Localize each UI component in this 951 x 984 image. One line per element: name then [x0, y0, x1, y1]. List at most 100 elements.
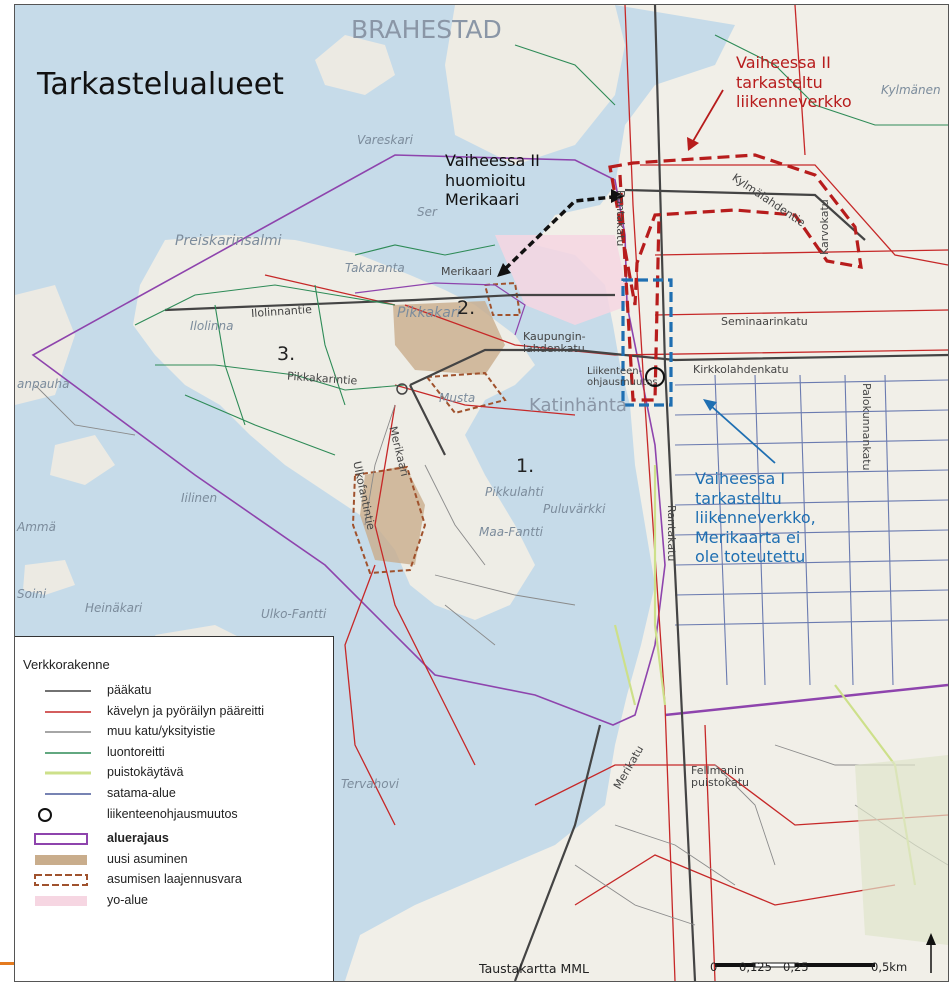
place-kylmanen: Kylmänen — [881, 83, 941, 97]
legend-item: yo-alue — [15, 891, 333, 911]
place-anpauha: anpauha — [17, 377, 70, 391]
red-callout-arrow — [687, 89, 724, 151]
legend-title: Verkkorakenne — [23, 657, 110, 672]
scale-label-125: 0,125 — [739, 960, 772, 974]
callout-phase2-network: Vaiheessa II tarkasteltu liikenneverkko — [736, 53, 852, 112]
map-credit: Taustakartta MML — [479, 961, 590, 976]
north-arrow-icon — [926, 933, 936, 973]
legend-label: luontoreitti — [107, 744, 165, 759]
legend-symbol-shape — [34, 833, 88, 846]
legend-label: satama-alue — [107, 786, 176, 800]
street-liikenteenohjaus: Liikenteen- ohjausmuutos — [587, 366, 658, 388]
area-3-label: 3. — [277, 343, 296, 365]
legend-item: puistokäytävä — [15, 763, 333, 783]
legend-symbol — [34, 874, 88, 887]
place-tervahovi: Tervahovi — [341, 777, 400, 791]
roundabout — [396, 383, 408, 395]
legend-item: aluerajaus — [15, 829, 333, 849]
island-1 — [315, 35, 395, 95]
place-brahestad: BRAHESTAD — [351, 15, 502, 44]
legend-label: asumisen laajennusvara — [107, 872, 242, 887]
place-puluvarkki: Puluvärkki — [543, 502, 606, 516]
street-fellmanin: Fellmanin puistokatu — [691, 764, 749, 789]
blue-callout-arrow — [703, 399, 776, 464]
legend-item: pääkatu — [15, 681, 333, 701]
legend-symbol-shape — [35, 896, 87, 906]
street-merikaari-north: Merikaari — [441, 265, 493, 278]
legend-symbol-shape — [34, 874, 88, 887]
place-ilolinna: Ilolinna — [190, 319, 234, 333]
place-vareskari: Vareskari — [357, 133, 413, 147]
legend-symbol — [38, 807, 52, 822]
place-pikkakari: Pikkakari — [397, 305, 461, 321]
legend-symbol — [34, 833, 88, 846]
place-serla: Ser — [417, 205, 437, 219]
legend-symbol — [45, 710, 91, 713]
callout-phase2-merikaari: Vaiheessa II huomioitu Merikaari — [445, 151, 540, 210]
new-housing-1 — [393, 301, 505, 375]
black-arrow-head-east — [611, 189, 625, 203]
cycle-routes — [264, 5, 948, 981]
legend-item: muu katu/yksityistie — [15, 722, 333, 742]
street-rantakatu-south: Rantakatu — [665, 505, 678, 562]
legend-label: puistokäytävä — [107, 765, 184, 780]
yo-area — [495, 235, 630, 325]
legend-item: satama-alue — [15, 784, 333, 804]
scale-label-05km: 0,5km — [871, 960, 908, 974]
traffic-control-circle — [645, 367, 665, 387]
expansion-1 — [425, 371, 507, 415]
legend-label: muu katu/yksityistie — [107, 724, 216, 739]
street-palokunnankatu: Palokunnankatu — [860, 383, 873, 471]
callout-phase1-network: Vaiheessa I tarkasteltu liikenneverkko, … — [695, 469, 816, 567]
street-kirkkolahdenkatu: Kirkkolahdenkatu — [693, 363, 789, 376]
legend-label: liikenteenohjausmuutos — [107, 806, 238, 821]
phase1-area — [621, 278, 673, 407]
legend-symbol — [45, 751, 91, 754]
expansion-2 — [351, 465, 427, 575]
legend-label: kävelyn ja pyöräilyn pääreitti — [107, 703, 265, 718]
legend-label: uusi asuminen — [107, 851, 188, 866]
expansion-3 — [483, 281, 522, 316]
purple-street — [664, 683, 948, 717]
black-callout-arrow — [503, 195, 614, 271]
legend-item: uusi asuminen — [15, 850, 333, 870]
scale-label-25: 0,25 — [783, 960, 809, 974]
legend-label: pääkatu — [107, 683, 152, 697]
place-takaranta: Takaranta — [345, 261, 405, 275]
mainland — [345, 5, 948, 981]
scale-label-0: 0 — [710, 960, 718, 974]
street-rantakatu-north: Rantakatu — [614, 190, 627, 247]
legend-symbol — [35, 854, 87, 865]
legend-item: liikenteenohjausmuutos — [15, 805, 333, 825]
place-katinhanta: Katinhänta — [529, 395, 627, 416]
island-4 — [23, 560, 75, 595]
legend-symbol — [45, 793, 91, 795]
legend: Verkkorakenne pääkatu kävelyn ja pyöräily… — [15, 636, 334, 981]
island-2 — [50, 435, 115, 485]
legend-item: asumisen laajennusvara — [15, 870, 333, 890]
legend-symbol — [45, 690, 91, 692]
place-maa-fantti: Maa-Fantti — [479, 525, 543, 539]
nature-trails — [134, 34, 948, 456]
place-heinakari: Heinäkari — [85, 601, 143, 615]
phase2-area-south — [618, 174, 661, 402]
legend-symbol — [35, 896, 87, 906]
legend-item: kävelyn ja pyöräilyn pääreitti — [15, 702, 333, 722]
place-pikkulahti: Pikkulahti — [485, 485, 544, 499]
park-area — [855, 755, 948, 945]
phase2-area-north — [608, 153, 863, 306]
place-preiskarinsalmi: Preiskarinsalmi — [175, 233, 282, 249]
street-seminaarinkatu: Seminaarinkatu — [721, 315, 808, 328]
black-arrow-head-west — [497, 263, 511, 277]
legend-symbol-shape — [35, 854, 87, 865]
legend-symbol-shape — [38, 807, 52, 822]
street-karvokatu: Karvokatu — [818, 199, 831, 255]
place-musta: Musta — [439, 391, 476, 405]
scale-bar — [715, 962, 875, 968]
legend-symbol — [45, 731, 91, 733]
map-title: Tarkastelualueet — [37, 67, 284, 102]
main-roads — [164, 5, 948, 981]
place-soini: Soini — [17, 587, 47, 601]
legend-label: yo-alue — [107, 893, 148, 907]
north-land — [445, 5, 625, 165]
